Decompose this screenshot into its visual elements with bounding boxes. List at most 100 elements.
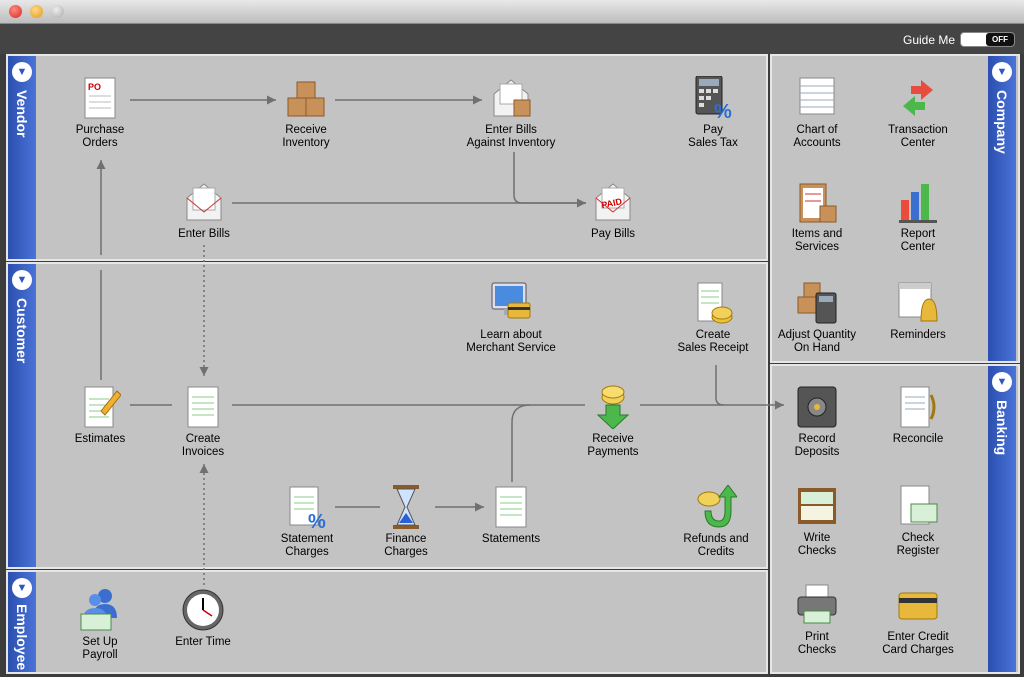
pay-sales-tax-label: Pay Sales Tax bbox=[688, 124, 738, 149]
bar-chart-icon bbox=[897, 180, 939, 224]
create-invoices-label: Create Invoices bbox=[181, 433, 225, 458]
toggle-state: OFF bbox=[986, 33, 1014, 46]
close-window-button[interactable] bbox=[9, 5, 22, 18]
svg-text:%: % bbox=[714, 101, 732, 120]
enter-credit-card-label: Enter Credit Card Charges bbox=[882, 631, 954, 656]
create-invoices-button[interactable]: Create Invoices bbox=[148, 385, 258, 459]
statement-charges-button[interactable]: % Statement Charges bbox=[252, 485, 362, 559]
check-register-label: Check Register bbox=[896, 532, 940, 557]
report-center-button[interactable]: Report Center bbox=[863, 180, 973, 254]
adjust-quantity-label: Adjust Quantity On Hand bbox=[778, 329, 856, 354]
customer-tab[interactable]: ▼Customer bbox=[8, 264, 36, 567]
enter-bills-label: Enter Bills bbox=[178, 228, 230, 240]
expand-icon[interactable]: ▼ bbox=[992, 62, 1012, 82]
receive-inventory-button[interactable]: Receive Inventory bbox=[251, 76, 361, 150]
reminders-label: Reminders bbox=[890, 329, 946, 341]
envelope-bill-icon bbox=[183, 180, 225, 224]
items-services-label: Items and Services bbox=[791, 228, 843, 253]
record-deposits-button[interactable]: Record Deposits bbox=[762, 385, 872, 459]
expand-icon[interactable]: ▼ bbox=[12, 62, 32, 82]
expand-icon[interactable]: ▼ bbox=[992, 372, 1012, 392]
refunds-credits-button[interactable]: Refunds and Credits bbox=[661, 484, 771, 559]
reminders-button[interactable]: Reminders bbox=[863, 281, 973, 342]
employee-tab[interactable]: ▼Employee bbox=[8, 572, 36, 672]
statement-percent-icon: % bbox=[286, 485, 328, 533]
enter-time-button[interactable]: Enter Time bbox=[148, 588, 258, 649]
report-center-label: Report Center bbox=[900, 228, 936, 253]
svg-text:%: % bbox=[308, 511, 326, 529]
expand-icon[interactable]: ▼ bbox=[12, 270, 32, 290]
write-checks-button[interactable]: Write Checks bbox=[762, 484, 872, 558]
setup-payroll-button[interactable]: Set Up Payroll bbox=[45, 588, 155, 662]
statements-button[interactable]: Statements bbox=[456, 485, 566, 546]
create-sales-receipt-button[interactable]: Create Sales Receipt bbox=[658, 281, 768, 355]
enter-bills-inventory-label: Enter Bills Against Inventory bbox=[466, 124, 556, 149]
enter-bills-button[interactable]: Enter Bills bbox=[149, 180, 259, 241]
hourglass-icon bbox=[385, 485, 427, 529]
guide-me-toggle[interactable]: OFF bbox=[960, 32, 1015, 47]
print-checks-button[interactable]: Print Checks bbox=[762, 583, 872, 657]
enter-bills-inventory-button[interactable]: Enter Bills Against Inventory bbox=[456, 76, 566, 150]
chart-accounts-icon bbox=[796, 76, 838, 120]
enter-credit-card-button[interactable]: Enter Credit Card Charges bbox=[863, 583, 973, 657]
learn-merchant-service-label: Learn about Merchant Service bbox=[466, 329, 556, 354]
purchase-orders-button[interactable]: PO Purchase Orders bbox=[45, 76, 155, 150]
chart-of-accounts-button[interactable]: Chart of Accounts bbox=[762, 76, 872, 150]
purchase-order-icon: PO bbox=[79, 76, 121, 120]
learn-merchant-service-button[interactable]: Learn about Merchant Service bbox=[456, 281, 566, 355]
write-checks-label: Write Checks bbox=[797, 532, 837, 557]
boxes-calculator-icon bbox=[796, 281, 838, 325]
receipt-coins-icon bbox=[692, 281, 734, 325]
estimates-label: Estimates bbox=[74, 433, 126, 445]
header-strip bbox=[0, 24, 1024, 54]
estimates-button[interactable]: Estimates bbox=[45, 385, 155, 446]
refund-arrow-icon bbox=[695, 484, 738, 529]
receive-inventory-label: Receive Inventory bbox=[282, 124, 330, 149]
po-icon-text: PO bbox=[88, 82, 101, 92]
expand-icon[interactable]: ▼ bbox=[12, 578, 32, 598]
paid-envelope-icon: PAID bbox=[592, 180, 634, 224]
coins-arrow-icon bbox=[592, 385, 634, 430]
receive-payments-button[interactable]: Receive Payments bbox=[558, 385, 668, 459]
zoom-window-button[interactable] bbox=[51, 5, 64, 18]
vendor-tab[interactable]: ▼Vendor bbox=[8, 56, 36, 259]
monitor-card-icon bbox=[490, 281, 532, 325]
banking-tab[interactable]: ▼Banking bbox=[988, 366, 1016, 672]
checkbook-icon bbox=[796, 484, 838, 528]
guide-me-label: Guide Me bbox=[903, 33, 956, 47]
reconcile-button[interactable]: Reconcile bbox=[863, 385, 973, 446]
reconcile-icon bbox=[897, 385, 939, 429]
credit-card-icon bbox=[897, 583, 939, 627]
minimize-window-button[interactable] bbox=[30, 5, 43, 18]
employee-panel bbox=[6, 570, 768, 674]
create-sales-receipt-label: Create Sales Receipt bbox=[677, 329, 749, 354]
check-register-button[interactable]: Check Register bbox=[863, 484, 973, 558]
invoice-icon bbox=[182, 385, 224, 429]
chart-of-accounts-label: Chart of Accounts bbox=[793, 124, 841, 149]
statements-label: Statements bbox=[481, 533, 541, 545]
transaction-center-button[interactable]: Transaction Center bbox=[863, 76, 973, 150]
exchange-arrows-icon bbox=[897, 76, 939, 120]
receive-payments-label: Receive Payments bbox=[587, 433, 639, 458]
statement-charges-label: Statement Charges bbox=[280, 533, 334, 558]
boxes-icon bbox=[285, 76, 327, 120]
clock-icon bbox=[182, 588, 224, 632]
pay-bills-button[interactable]: PAID Pay Bills bbox=[558, 180, 668, 241]
finance-charges-button[interactable]: Finance Charges bbox=[351, 485, 461, 559]
bill-box-icon bbox=[490, 76, 532, 120]
items-services-button[interactable]: Items and Services bbox=[762, 180, 872, 254]
printer-icon bbox=[796, 583, 838, 627]
estimate-pencil-icon bbox=[79, 385, 122, 429]
adjust-quantity-button[interactable]: Adjust Quantity On Hand bbox=[762, 281, 872, 355]
finance-charges-label: Finance Charges bbox=[384, 533, 428, 558]
refunds-credits-label: Refunds and Credits bbox=[683, 533, 749, 558]
company-tab[interactable]: ▼Company bbox=[988, 56, 1016, 361]
customer-panel bbox=[6, 262, 768, 569]
statement-icon bbox=[490, 485, 532, 529]
reconcile-label: Reconcile bbox=[892, 433, 944, 445]
safe-icon bbox=[796, 385, 838, 429]
calendar-bell-icon bbox=[897, 281, 939, 325]
pay-sales-tax-button[interactable]: % Pay Sales Tax bbox=[658, 75, 768, 150]
pay-bills-label: Pay Bills bbox=[590, 228, 636, 240]
